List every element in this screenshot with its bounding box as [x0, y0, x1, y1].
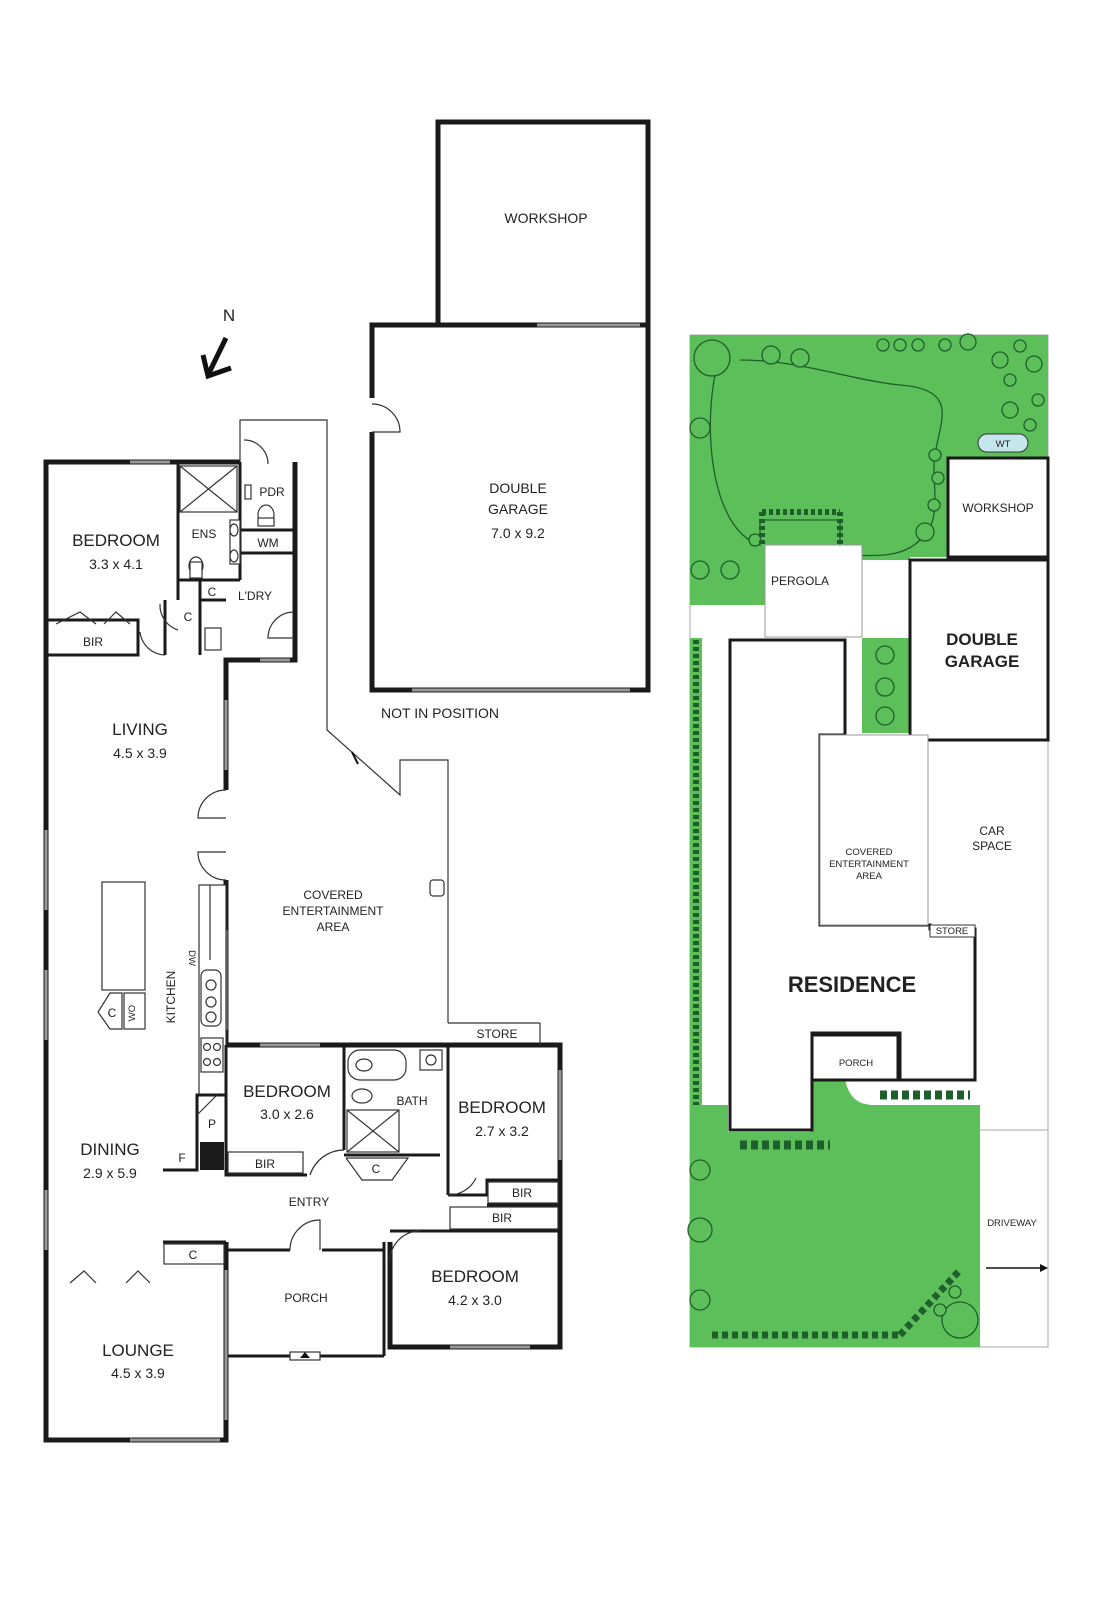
north-arrow-icon: N — [200, 306, 235, 380]
bedroom-se-label: BEDROOM — [431, 1267, 519, 1286]
garage-label-line2: GARAGE — [488, 501, 548, 517]
double-garage-room: DOUBLE GARAGE 7.0 x 9.2 — [369, 322, 651, 693]
site-pergola-label: PERGOLA — [771, 574, 829, 588]
bedroom-nw: BEDROOM 3.3 x 4.1 BIR — [46, 462, 180, 657]
wm-label: WM — [257, 536, 278, 550]
site-porch-label: PORCH — [839, 1058, 873, 1069]
site-residence-label: RESIDENCE — [788, 972, 916, 997]
bedroom-e-label: BEDROOM — [458, 1098, 546, 1117]
bedroom-e-size: 2.7 x 3.2 — [475, 1123, 529, 1139]
bedroom-nw-size: 3.3 x 4.1 — [89, 556, 143, 572]
bedroom-mid-label: BEDROOM — [243, 1082, 331, 1101]
site-garage-line2: GARAGE — [945, 652, 1020, 671]
site-covered-line1: COVERED — [846, 847, 893, 858]
living-area: LIVING 4.5 x 3.9 C WO KITCHEN DW P F DIN… — [80, 720, 227, 1181]
bir-mid-label: BIR — [255, 1157, 275, 1171]
wo-label: WO — [127, 1005, 138, 1021]
site-wt-label: WT — [996, 439, 1011, 450]
lounge: LOUNGE 4.5 x 3.9 — [69, 1270, 174, 1381]
bedroom-mid: BEDROOM 3.0 x 2.6 BIR — [224, 1045, 346, 1177]
bir-e2-label: BIR — [492, 1211, 512, 1225]
not-in-position-note: NOT IN POSITION — [381, 705, 499, 721]
c-bath-label: C — [372, 1162, 381, 1176]
site-driveway-label: DRIVEWAY — [987, 1218, 1037, 1229]
bedroom-se: BEDROOM 4.2 x 3.0 — [431, 1267, 519, 1308]
lounge-label: LOUNGE — [102, 1341, 174, 1360]
site-plan: WT WORKSHOP DOUBLE GARAGE PERGOLA COVERE… — [687, 333, 1050, 1348]
store-label: STORE — [476, 1027, 517, 1041]
site-covered-line2: ENTERTAINMENT — [829, 859, 909, 870]
site-store-label: STORE — [936, 926, 969, 937]
site-car-line2: SPACE — [972, 839, 1012, 853]
dining-label: DINING — [80, 1140, 140, 1159]
garage-size: 7.0 x 9.2 — [491, 525, 545, 541]
c-ens-label: C — [184, 610, 193, 624]
covered-label-3: AREA — [317, 920, 350, 934]
bedroom-nw-label: BEDROOM — [72, 531, 160, 550]
porch-label: PORCH — [284, 1291, 327, 1305]
covered-entertainment-area: COVERED ENTERTAINMENT AREA STORE — [283, 888, 518, 1041]
wet-area: ENS PDR WM L'DRY C C — [139, 462, 295, 662]
site-garage-line1: DOUBLE — [946, 630, 1018, 649]
trees — [687, 333, 1045, 1339]
living-size: 4.5 x 3.9 — [113, 745, 167, 761]
bath-label: BATH — [396, 1094, 427, 1108]
north-label: N — [223, 306, 235, 325]
c-kitchen-label: C — [108, 1006, 117, 1020]
laundry-label: L'DRY — [238, 589, 272, 603]
ens-label: ENS — [192, 527, 217, 541]
dw-label: DW — [186, 950, 197, 966]
c-entry-label: C — [189, 1248, 198, 1262]
covered-label-2: ENTERTAINMENT — [283, 904, 385, 918]
site-workshop-label: WORKSHOP — [962, 501, 1033, 515]
workshop-label: WORKSHOP — [504, 210, 587, 226]
bedroom-e: BEDROOM 2.7 x 3.2 BIR BIR — [447, 1098, 560, 1230]
dining-size: 2.9 x 5.9 — [83, 1165, 137, 1181]
bir-nw-label: BIR — [83, 635, 103, 649]
entry-label: ENTRY — [289, 1195, 329, 1209]
bedroom-mid-size: 3.0 x 2.6 — [260, 1106, 314, 1122]
side-path — [239, 419, 541, 1045]
garage-label-line1: DOUBLE — [489, 480, 547, 496]
lounge-size: 4.5 x 3.9 — [111, 1365, 165, 1381]
kitchen-label: KITCHEN — [164, 971, 178, 1024]
living-label: LIVING — [112, 720, 168, 739]
entry-hall: ENTRY C — [163, 1195, 560, 1265]
site-car-line1: CAR — [979, 824, 1005, 838]
bedroom-se-size: 4.2 x 3.0 — [448, 1292, 502, 1308]
covered-label-1: COVERED — [303, 888, 363, 902]
bathroom: BATH C — [344, 1045, 450, 1195]
f-label: F — [178, 1151, 185, 1165]
site-covered-line3: AREA — [856, 871, 883, 882]
pdr-label: PDR — [259, 485, 285, 499]
bir-e1-label: BIR — [512, 1186, 532, 1200]
workshop-room: WORKSHOP — [435, 119, 651, 325]
c-laundry-label: C — [208, 585, 217, 599]
porch: PORCH — [284, 1291, 328, 1361]
p-label: P — [208, 1117, 216, 1131]
